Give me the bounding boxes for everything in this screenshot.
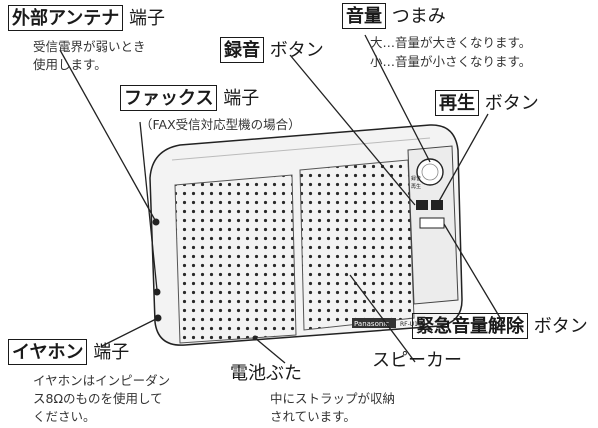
svg-text:再生: 再生 [411, 183, 421, 190]
battery-cover [174, 174, 297, 344]
fax-name: ファックス [120, 85, 218, 111]
speaker-label: スピーカー [372, 352, 462, 370]
antenna-name: 外部アンテナ [8, 5, 124, 31]
battery-name: 電池ぶた [230, 363, 302, 384]
volume-knob[interactable] [416, 158, 444, 186]
play-label: 再生 ボタン [435, 90, 539, 116]
play-button[interactable] [431, 200, 443, 210]
earphone-desc-1: イヤホンはインピーダン [33, 373, 171, 388]
earphone-suffix: 端子 [93, 342, 130, 363]
antenna-jack [152, 218, 160, 226]
battery-label: 電池ぶた [230, 365, 302, 383]
volume-name: 音量 [342, 3, 386, 29]
brand-text: Panasonic [354, 320, 389, 328]
emergency-name: 緊急音量解除 [412, 313, 528, 339]
record-suffix: ボタン [269, 40, 324, 61]
fax-suffix: 端子 [223, 88, 260, 109]
volume-label: 音量 つまみ [342, 3, 446, 29]
record-name: 録音 [220, 37, 264, 63]
volume-desc-2: 小…音量が小さくなります。 [370, 54, 532, 69]
volume-suffix: つまみ [391, 6, 446, 27]
fax-desc: （FAX受信対応型機の場合） [140, 117, 301, 132]
antenna-desc-2: 使用します。 [33, 57, 107, 72]
emergency-button[interactable] [419, 217, 445, 229]
emergency-suffix: ボタン [533, 316, 588, 337]
antenna-desc-1: 受信電界が弱いとき [33, 39, 146, 54]
play-suffix: ボタン [484, 93, 539, 114]
battery-desc-2: されています。 [270, 409, 356, 424]
fax-jack [153, 288, 161, 296]
volume-desc-1: 大…音量が大きくなります。 [370, 35, 532, 50]
earphone-label: イヤホン 端子 [8, 339, 130, 365]
speaker-grille [299, 159, 415, 331]
brand-badge [352, 318, 396, 328]
antenna-label: 外部アンテナ 端子 [8, 5, 166, 31]
model-text: RF-U150 [400, 321, 426, 328]
record-button[interactable] [416, 200, 428, 210]
record-label: 録音 ボタン [220, 37, 324, 63]
emergency-label: 緊急音量解除 ボタン [412, 313, 588, 339]
fax-label: ファックス 端子 [120, 85, 260, 111]
svg-text:録音: 録音 [411, 175, 421, 182]
battery-desc-1: 中にストラップが収納 [270, 391, 396, 406]
play-name: 再生 [435, 90, 479, 116]
antenna-suffix: 端子 [129, 8, 166, 29]
speaker-name: スピーカー [372, 350, 462, 371]
earphone-desc-3: ください。 [33, 409, 96, 424]
earphone-desc-2: ス8Ωのものを使用して [33, 391, 163, 406]
earphone-name: イヤホン [8, 339, 88, 365]
